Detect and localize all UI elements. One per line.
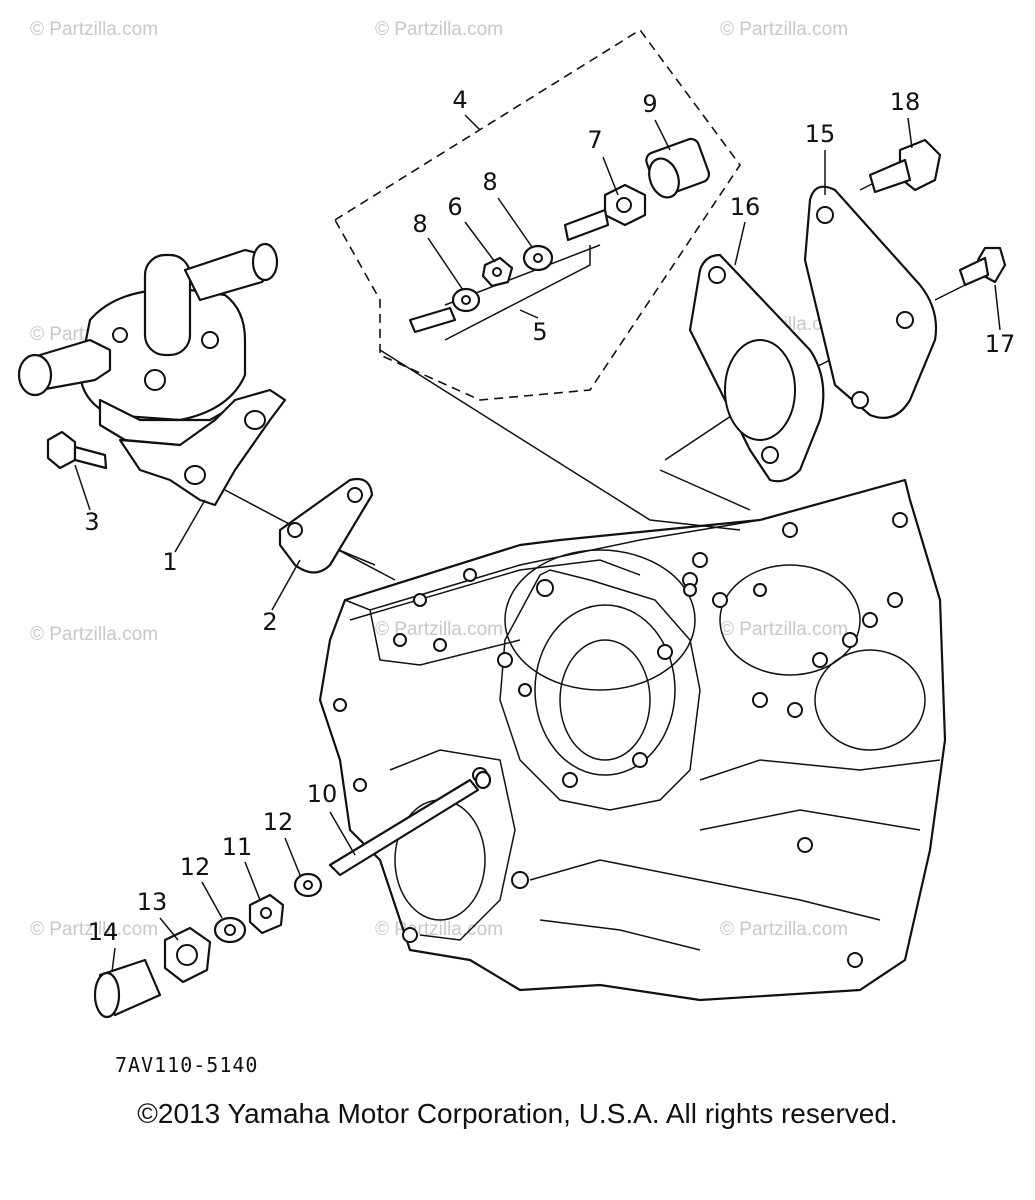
callout-16: 16 — [730, 193, 761, 221]
watermark: © Partzilla.com — [30, 19, 158, 40]
cover-plate-part-15 — [803, 185, 938, 419]
callout-9: 9 — [642, 90, 657, 118]
watermark: © Partzilla.com — [30, 624, 158, 645]
watermark: © Partzilla.com — [720, 619, 848, 640]
callout-5: 5 — [532, 318, 547, 346]
callout-10: 10 — [307, 780, 338, 808]
callout-labels: 1 2 3 4 5 6 7 8 8 9 10 11 12 12 13 14 15… — [84, 86, 1015, 946]
bolt-part-17 — [958, 246, 1007, 287]
callout-13: 13 — [137, 888, 168, 916]
callout-7: 7 — [587, 126, 602, 154]
parts-diagram: © Partzilla.com © Partzilla.com © Partzi… — [17, 19, 1015, 1077]
engine-block — [318, 478, 947, 1002]
copyright-notice: ©2013 Yamaha Motor Corporation, U.S.A. A… — [137, 1098, 898, 1129]
callout-12b: 12 — [180, 853, 211, 881]
bolt-part-3 — [46, 430, 108, 470]
stud-assembly-parts-10-14 — [93, 770, 492, 1019]
callout-3: 3 — [84, 508, 99, 536]
callout-14: 14 — [88, 918, 119, 946]
gasket-part-2 — [278, 477, 374, 574]
fuel-pump-part-1 — [17, 242, 287, 507]
callout-8b: 8 — [482, 168, 497, 196]
callout-18: 18 — [890, 88, 921, 116]
callout-17: 17 — [985, 330, 1016, 358]
callout-6: 6 — [447, 193, 462, 221]
callout-12a: 12 — [263, 808, 294, 836]
callout-11: 11 — [222, 833, 253, 861]
bolt-part-18 — [868, 138, 942, 194]
watermark: © Partzilla.com — [720, 19, 848, 40]
callout-1: 1 — [162, 548, 177, 576]
watermark: © Partzilla.com — [375, 19, 503, 40]
callout-15: 15 — [805, 120, 836, 148]
callout-2: 2 — [262, 608, 277, 636]
part-code-label: 7AV110-5140 — [115, 1053, 258, 1077]
callout-4: 4 — [452, 86, 467, 114]
gasket-part-16 — [688, 253, 825, 483]
watermark: © Partzilla.com — [720, 919, 848, 940]
watermark: © Partzilla.com — [375, 619, 503, 640]
adjuster-assembly-part-4 — [408, 137, 711, 341]
watermark: © Partzilla.com — [30, 919, 158, 940]
callout-leaders — [74, 114, 1001, 973]
callout-8a: 8 — [412, 210, 427, 238]
